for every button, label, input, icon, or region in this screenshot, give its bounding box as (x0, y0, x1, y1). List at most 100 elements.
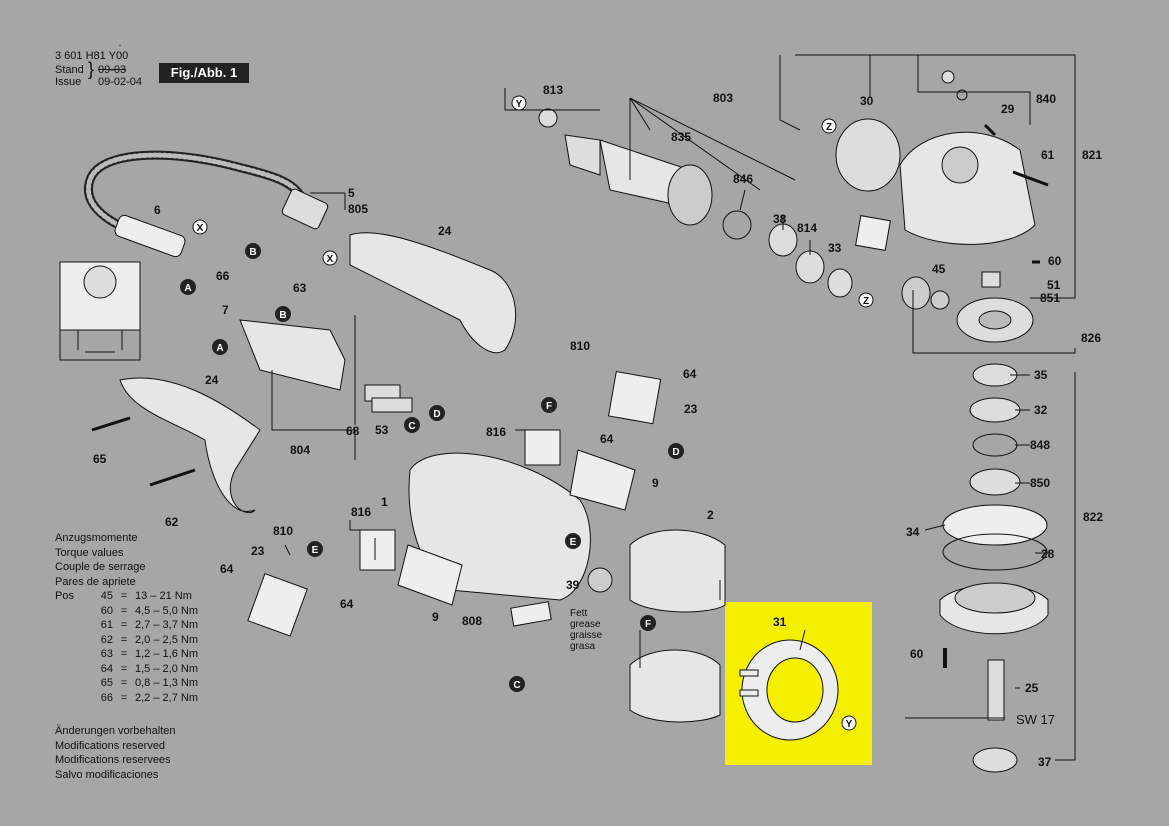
housing-cover (349, 232, 517, 354)
part-label-64: 64 (220, 562, 234, 576)
part-label-810: 810 (273, 524, 294, 538)
torque-row: 62=2,0 – 2,5 Nm (100, 633, 198, 646)
callout-C-icon: C (509, 676, 525, 692)
field-coil-lower (629, 649, 721, 723)
part-label-45: 45 (932, 262, 946, 276)
part-label-34: 34 (906, 525, 920, 539)
torque-title-de: Anzugsmomente (55, 532, 138, 544)
svg-text:A: A (216, 343, 223, 354)
callout-Z-icon: Z (821, 118, 837, 134)
part-number: 3 601 H81 Y00 (55, 50, 129, 62)
callout-D-icon: D (668, 443, 684, 459)
svg-text:F: F (645, 619, 651, 630)
part-label-60: 60 (910, 647, 924, 661)
part-label-31: 31 (773, 615, 787, 629)
part-label-39: 39 (566, 578, 580, 592)
part-label-29: 29 (1001, 102, 1015, 116)
torque-row: 60=4,5 – 5,0 Nm (100, 604, 198, 617)
svg-text:E: E (570, 537, 577, 548)
part-label-32: 32 (1034, 403, 1048, 417)
part-label-846: 846 (733, 172, 754, 186)
svg-text:D: D (672, 447, 679, 458)
part-label-30: 30 (860, 94, 874, 108)
part-label-9: 9 (432, 610, 439, 624)
issue-label: Issue (55, 76, 82, 88)
spindle (987, 659, 1005, 721)
torque-title-es: Pares de apriete (55, 575, 136, 588)
part-label-6: 6 (154, 203, 161, 217)
part-label-816: 816 (351, 505, 372, 519)
callout-Y-icon: Y (511, 95, 527, 111)
part-label-5: 5 (348, 186, 355, 200)
part-label-64: 64 (340, 597, 354, 611)
part-label-23: 23 (251, 544, 265, 558)
bevel-gear (835, 118, 901, 192)
old-date: 09-03 (98, 64, 127, 76)
gear-head (899, 131, 1036, 245)
torque-row: 64=1,5 – 2,0 Nm (100, 662, 198, 675)
callout-circles: A A B B C C D D E E F F X X Y Y Z Z (180, 95, 874, 731)
part-label-9: 9 (652, 476, 659, 490)
part-label-63: 63 (293, 281, 307, 295)
switch (239, 319, 346, 391)
part-label-804: 804 (290, 443, 311, 457)
part-label-64: 64 (600, 432, 614, 446)
part-label-851: 851 (1040, 291, 1061, 305)
callout-X-icon: X (192, 219, 208, 235)
part-label-822: 822 (1083, 510, 1104, 524)
part-label-24: 24 (438, 224, 452, 238)
callout-E-icon: E (565, 533, 581, 549)
part-label-68: 68 (346, 424, 360, 438)
part-label-38: 38 (773, 212, 787, 226)
part-label-805: 805 (348, 202, 369, 216)
field-coil (629, 529, 726, 613)
part-label-33: 33 (828, 241, 842, 255)
part-label-51: 51 (1047, 278, 1061, 292)
grease-note: Fett grease graisse grasa (570, 608, 603, 652)
part-label-840: 840 (1036, 92, 1057, 106)
part-label-23: 23 (684, 402, 698, 416)
svg-text:X: X (197, 223, 204, 234)
svg-text:Y: Y (516, 99, 523, 110)
part-label-28: 28 (1041, 547, 1055, 561)
part-label-821: 821 (1082, 148, 1103, 162)
callout-B-icon: B (245, 243, 261, 259)
part-label-62: 62 (165, 515, 179, 529)
torque-row: 65=0,8 – 1,3 Nm (100, 677, 198, 689)
callout-D-icon: D (429, 405, 445, 421)
cable-sleeve (114, 214, 186, 258)
svg-text:Z: Z (863, 296, 869, 307)
part-label-61: 61 (1041, 148, 1055, 162)
svg-text:D: D (433, 409, 440, 420)
torque-title-fr: Couple de serrage (55, 561, 146, 573)
part-label-7: 7 (222, 303, 229, 317)
svg-text:X: X (327, 254, 334, 265)
svg-text:A: A (184, 283, 191, 294)
callout-Y-icon: Y (841, 715, 857, 731)
svg-text:Z: Z (826, 122, 832, 133)
brace-icon: } (88, 59, 95, 79)
callout-F-icon: F (541, 397, 557, 413)
modifications-note: Änderungen vorbehalten Modifications res… (55, 725, 176, 781)
part-label-850: 850 (1030, 476, 1051, 490)
part-label-35: 35 (1034, 368, 1048, 382)
callout-F-icon: F (640, 615, 656, 631)
callout-B-icon: B (275, 306, 291, 322)
torque-row: 66=2,2 – 2,7 Nm (100, 691, 198, 704)
svg-text:B: B (279, 310, 286, 321)
part-label-814: 814 (797, 221, 818, 235)
torque-title-en: Torque values (55, 546, 124, 559)
part-label-1: 1 (381, 495, 388, 509)
part-label-810: 810 (570, 339, 591, 353)
svg-text:F: F (546, 401, 552, 412)
stand-label: Stand (55, 64, 84, 76)
svg-text:C: C (513, 680, 520, 691)
part-label-53: 53 (375, 423, 389, 437)
svg-text:Y: Y (846, 719, 853, 730)
part-label-24: 24 (205, 373, 219, 387)
callout-A-icon: A (212, 339, 228, 355)
part-label-2: 2 (707, 508, 714, 522)
